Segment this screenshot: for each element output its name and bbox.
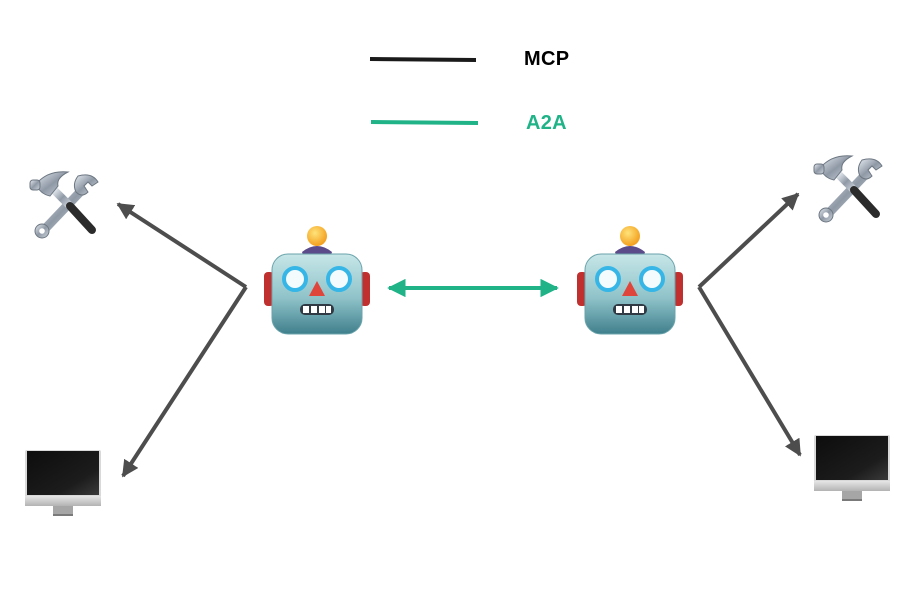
legend-mcp-line [369, 57, 477, 62]
mcp-arrow-right-tools [697, 192, 800, 289]
robot-icon [264, 226, 370, 335]
legend-a2a-label: A2A [526, 112, 567, 134]
legend-mcp-label: MCP [524, 48, 570, 70]
legend-a2a-line [370, 120, 479, 125]
mcp-arrow-left-computer [121, 285, 248, 478]
mcp-arrow-right-computer [697, 285, 802, 457]
desktop-computer-icon [25, 450, 101, 516]
hammer-and-wrench-icon [29, 171, 99, 239]
hammer-and-wrench-icon [813, 155, 883, 223]
robot-icon [577, 226, 683, 335]
desktop-computer-icon [814, 435, 890, 501]
mcp-arrow-left-tools [116, 202, 248, 289]
